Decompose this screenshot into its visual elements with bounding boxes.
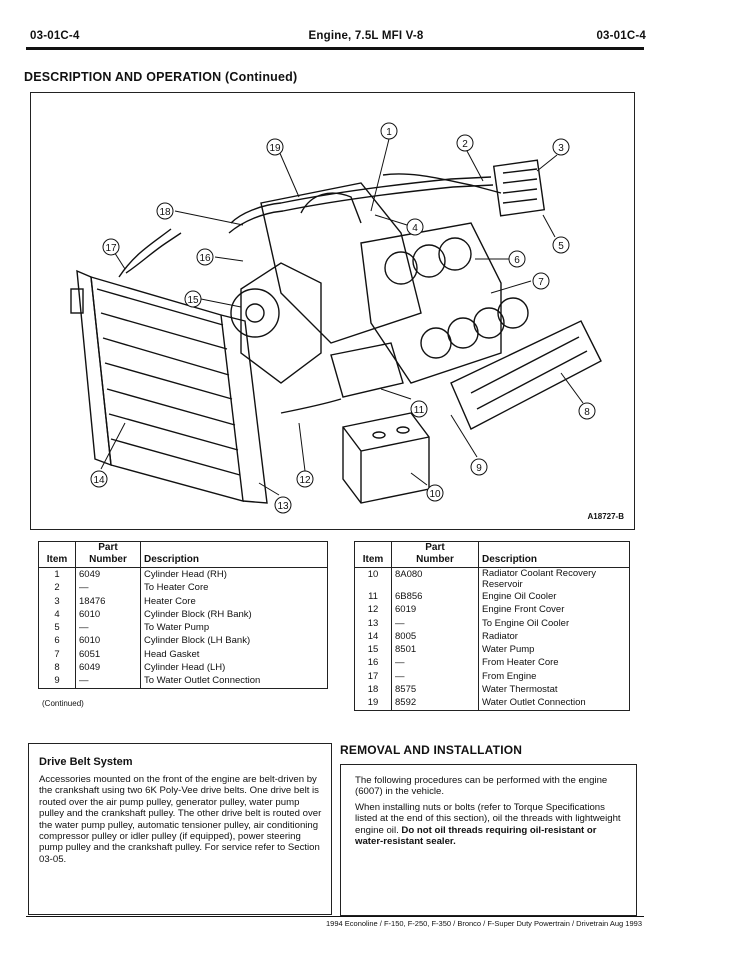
engine-cooling-diagram: 1 2 3 4 5 6 7 8 9 10 11 12 13 14 15 16 1… bbox=[30, 92, 635, 530]
oil-cooler-drawing bbox=[330, 342, 404, 398]
col-description: Description bbox=[478, 541, 630, 568]
callout-10: 10 bbox=[426, 484, 444, 502]
engine-illustration: 1 2 3 4 5 6 7 8 9 10 11 12 13 14 15 16 1… bbox=[70, 122, 602, 514]
heater-core-drawing bbox=[492, 159, 546, 217]
removal-section: The following procedures can be performe… bbox=[340, 764, 637, 916]
table-row: 16—From Heater Core bbox=[354, 656, 630, 670]
svg-text:11: 11 bbox=[414, 405, 425, 416]
callout-6: 6 bbox=[508, 250, 526, 268]
svg-text:6: 6 bbox=[514, 255, 520, 266]
col-description: Description bbox=[140, 541, 328, 568]
callout-4: 4 bbox=[406, 218, 424, 236]
table-row: 2—To Heater Core bbox=[38, 581, 328, 595]
svg-text:2: 2 bbox=[462, 139, 468, 150]
svg-text:4: 4 bbox=[412, 223, 418, 234]
header-rule bbox=[26, 47, 644, 50]
svg-text:18: 18 bbox=[159, 207, 171, 218]
bypass-hose bbox=[230, 176, 492, 224]
svg-text:10: 10 bbox=[429, 489, 441, 500]
table-row: 13—To Engine Oil Cooler bbox=[354, 616, 630, 630]
svg-text:17: 17 bbox=[105, 243, 117, 254]
callout-15: 15 bbox=[184, 290, 202, 308]
removal-paragraph-1: The following procedures can be performe… bbox=[355, 775, 608, 798]
page-code-right: 03-01C-4 bbox=[596, 30, 646, 42]
removal-heading: REMOVAL AND INSTALLATION bbox=[340, 743, 523, 757]
callout-12: 12 bbox=[296, 470, 314, 488]
reservoir-drawing bbox=[342, 412, 430, 504]
removal-paragraph-2: When installing nuts or bolts (refer to … bbox=[355, 802, 621, 848]
page-code-left: 03-01C-4 bbox=[30, 30, 80, 42]
radiator-drawing bbox=[90, 276, 244, 502]
svg-text:7: 7 bbox=[538, 277, 544, 288]
sealer-warning: Do not oil threads requiring oil-resista… bbox=[355, 824, 597, 848]
figure-id: A18727-B bbox=[587, 512, 624, 521]
svg-text:14: 14 bbox=[93, 475, 105, 486]
svg-text:3: 3 bbox=[558, 143, 564, 154]
callout-1: 1 bbox=[380, 122, 398, 140]
footer-rule bbox=[26, 916, 644, 917]
page-title: Engine, 7.5L MFI V-8 bbox=[308, 30, 424, 42]
svg-text:13: 13 bbox=[277, 501, 289, 512]
svg-text:12: 12 bbox=[299, 475, 311, 486]
svg-text:5: 5 bbox=[558, 241, 564, 252]
cylinder-head-lh bbox=[450, 320, 602, 430]
svg-text:19: 19 bbox=[269, 143, 281, 154]
svg-text:8: 8 bbox=[584, 407, 590, 418]
callout-18: 18 bbox=[156, 202, 174, 220]
section-title: DESCRIPTION AND OPERATION (Continued) bbox=[24, 70, 298, 84]
engine-block-lh bbox=[360, 222, 502, 384]
callout-7: 7 bbox=[532, 272, 550, 290]
page-footer: 1994 Econoline / F-150, F-250, F-350 / B… bbox=[326, 919, 642, 928]
svg-text:15: 15 bbox=[187, 295, 199, 306]
callout-8: 8 bbox=[578, 402, 596, 420]
callout-17: 17 bbox=[102, 238, 120, 256]
table-row: 5—To Water Pump bbox=[38, 621, 328, 635]
water-pump-drawing bbox=[230, 288, 280, 338]
drive-belt-body: Accessories mounted on the front of the … bbox=[39, 774, 322, 865]
callout-5: 5 bbox=[552, 236, 570, 254]
svg-text:9: 9 bbox=[476, 463, 482, 474]
svg-text:16: 16 bbox=[199, 253, 211, 264]
callout-3: 3 bbox=[552, 138, 570, 156]
callout-2: 2 bbox=[456, 134, 474, 152]
svg-text:1: 1 bbox=[386, 127, 392, 138]
callout-11: 11 bbox=[410, 400, 428, 418]
continued-note: (Continued) bbox=[42, 699, 84, 708]
drive-belt-section: Drive Belt System Accessories mounted on… bbox=[28, 743, 332, 915]
callout-19: 19 bbox=[266, 138, 284, 156]
drive-belt-heading: Drive Belt System bbox=[39, 756, 133, 768]
callout-14: 14 bbox=[90, 470, 108, 488]
col-item: Item bbox=[38, 541, 76, 568]
table-row: 9—To Water Outlet Connection bbox=[38, 674, 328, 689]
col-item: Item bbox=[354, 541, 392, 568]
callout-9: 9 bbox=[470, 458, 488, 476]
upper-hose bbox=[125, 232, 182, 274]
engine-block-rh bbox=[260, 182, 422, 344]
callout-13: 13 bbox=[274, 496, 292, 514]
callout-16: 16 bbox=[196, 248, 214, 266]
table-row: 17—From Engine bbox=[354, 669, 630, 684]
heater-hose bbox=[382, 173, 502, 194]
